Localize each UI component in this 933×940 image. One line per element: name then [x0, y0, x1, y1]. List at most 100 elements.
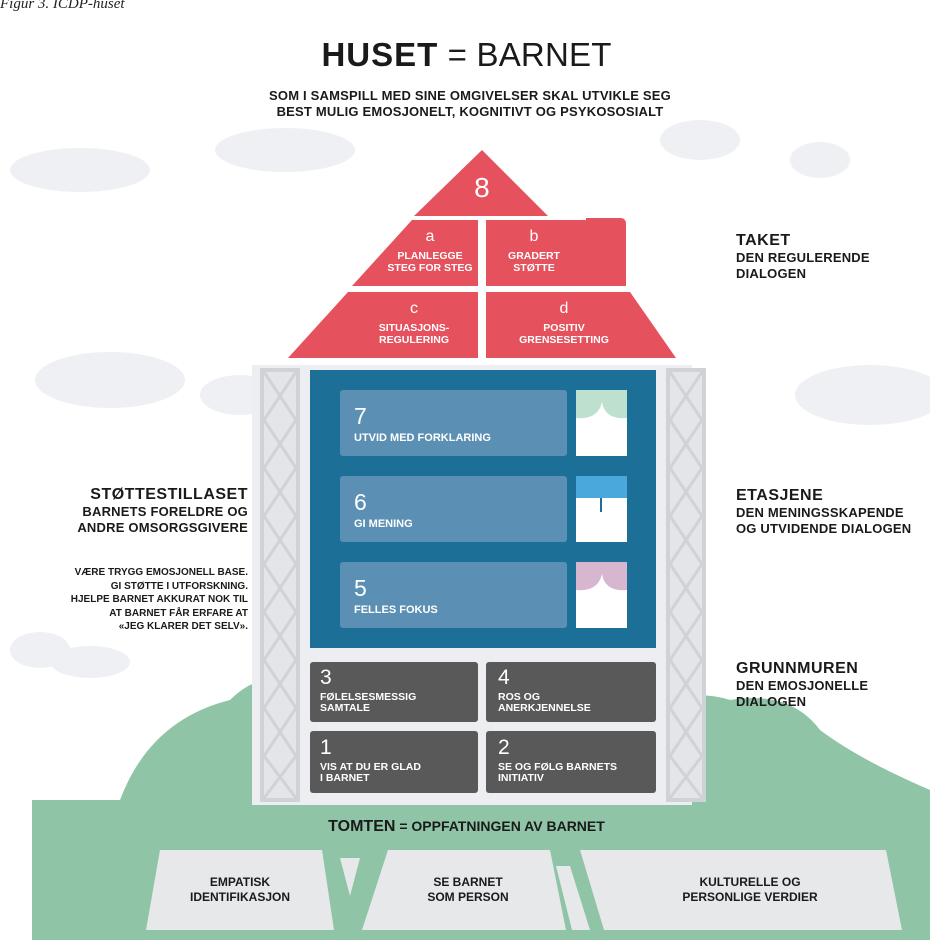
roof-letter-a: a [425, 228, 435, 245]
cloud [215, 128, 355, 172]
floor-number-6: 6 [354, 489, 367, 515]
foundation-number-2: 2 [498, 736, 510, 759]
clouds [10, 120, 930, 678]
label-stottestillaset-line1: BARNETS FORELDRE OG [82, 504, 248, 519]
foundation-label-3-line1: FØLELSESMESSIG [320, 691, 417, 703]
label-etasjene-line2: OG UTVIDENDE DIALOGEN [736, 521, 912, 536]
label-grunnmuren-head: GRUNNMUREN [736, 660, 859, 677]
floor-card-7 [340, 390, 567, 456]
foundation-label-2-line1: SE OG FØLG BARNETS [498, 761, 618, 773]
roof-label-d-line1: POSITIV [543, 322, 585, 334]
pillar-gap-1 [340, 858, 360, 896]
pillar-3-line2: PERSONLIGE VERDIER [682, 890, 818, 904]
title-bold: HUSET [321, 36, 439, 73]
floor-number-5: 5 [354, 575, 367, 601]
pillar-1 [146, 850, 334, 930]
floor-7-text: 7 UTVID MED FORKLARING [354, 403, 491, 444]
roof-label-c-line2: REGULERING [378, 334, 449, 346]
roof-cell-a-text: a PLANLEGGE STEG FOR STEG [380, 228, 480, 274]
pillar-3 [580, 850, 902, 930]
floor-number-7: 7 [354, 403, 367, 429]
label-stottestillaset-head: STØTTESTILLASET [90, 486, 248, 503]
title-rest: = BARNET [447, 36, 612, 73]
foundation-cell-3 [310, 662, 478, 722]
foundation-cell-1 [310, 731, 478, 793]
roof-cell-b [486, 218, 626, 286]
floor-card-5 [340, 562, 567, 628]
figure-caption: Figur 3. ICDP-huset [0, 0, 125, 12]
foundation-label-3-line2: SAMTALE [320, 702, 370, 714]
foundation-2-text: 2 SE OG FØLG BARNETS INITIATIV [498, 737, 617, 784]
cloud [795, 365, 930, 425]
cloud [50, 646, 130, 678]
subtitle-line-1: SOM I SAMSPILL MED SINE OMGIVELSER SKAL … [269, 88, 671, 103]
foundation-number-3: 3 [320, 666, 332, 689]
label-taket: TAKET DEN REGULERENDE DIALOGEN [736, 232, 870, 282]
foundation-cell-2 [486, 731, 656, 793]
stottestillaset-body-line: «JEG KLARER DET SELV». [118, 621, 248, 632]
floor-card-6 [340, 476, 567, 542]
roof-cell-c-text: c SITUASJONS- REGULERING [344, 300, 484, 346]
roof-top-8 [414, 150, 548, 216]
floor-label-6: GI MENING [354, 518, 413, 530]
label-taket-line1: DEN REGULERENDE [736, 250, 870, 265]
pillar-2-line1: SE BARNET [433, 875, 503, 889]
floor-6-text: 6 GI MENING [354, 489, 413, 530]
foundation-1-text: 1 VIS AT DU ER GLAD I BARNET [320, 737, 421, 784]
pillar-2 [362, 850, 566, 930]
pillar-1-line2: IDENTIFIKASJON [189, 890, 290, 904]
floor-label-5: FELLES FOKUS [354, 604, 438, 616]
scaffold-left [260, 368, 300, 802]
stottestillaset-body-line: HJELPE BARNET AKKURAT NOK TIL [70, 594, 248, 605]
label-stottestillaset-line2: ANDRE OMSORGSGIVERE [77, 520, 248, 535]
cloud [790, 142, 850, 178]
window-7 [576, 390, 627, 456]
roof-letter-d: d [559, 300, 569, 317]
foundation-3-text: 3 FØLELSESMESSIG SAMTALE [320, 667, 416, 714]
roof-cell-c [288, 292, 478, 358]
label-taket-line2: DIALOGEN [736, 266, 807, 281]
label-grunnmuren-line2: DIALOGEN [736, 694, 807, 709]
roof-label-a-line1: PLANLEGGE [397, 250, 463, 262]
cloud [35, 352, 185, 408]
pillar-3-text: KULTURELLE OG PERSONLIGE VERDIER [610, 875, 890, 905]
roof-label-b-line2: STØTTE [513, 262, 555, 274]
pillar-1-text: EMPATISK IDENTIFIKASJON [150, 875, 330, 905]
foundation-label-1-line1: VIS AT DU ER GLAD [320, 761, 421, 773]
label-grunnmuren-line1: DEN EMOSJONELLE [736, 678, 869, 693]
label-etasjene-head: ETASJENE [736, 487, 824, 504]
label-stottestillaset: STØTTESTILLASET BARNETS FORELDRE OG ANDR… [10, 486, 248, 536]
pillar-2-text: SE BARNET SOM PERSON [378, 875, 558, 905]
roof-label-b-line1: GRADERT [508, 250, 560, 262]
roof-cell-b-text: b GRADERT STØTTE [484, 228, 584, 274]
roof-letter-b: b [529, 228, 539, 245]
hill-left [8, 677, 330, 800]
hill-right [650, 695, 930, 800]
cloud [660, 120, 740, 160]
ground-title-rest: = OPPFATNINGEN AV BARNET [399, 818, 605, 834]
roof-letter-c: c [410, 300, 418, 317]
subtitle-line-2: BEST MULIG EMOSJONELT, KOGNITIVT OG PSYK… [276, 104, 664, 119]
pillar-gap-2 [556, 866, 590, 930]
window-5 [576, 562, 627, 628]
floor-label-7: UTVID MED FORKLARING [354, 432, 491, 444]
cloud [10, 148, 150, 192]
window-6 [576, 476, 627, 542]
foundation-cell-4 [486, 662, 656, 722]
foundation-number-1: 1 [320, 736, 332, 759]
scaffold-right [666, 368, 706, 802]
stottestillaset-body-line: GI STØTTE I UTFORSKNING. [110, 580, 248, 592]
foundation-label-1-line2: I BARNET [320, 772, 370, 784]
label-etasjene-line1: DEN MENINGSSKAPENDE [736, 505, 904, 520]
stottestillaset-body-line: VÆRE TRYGG EMOSJONELL BASE. [74, 567, 248, 578]
foundation-label-4-line1: ROS OG [498, 691, 541, 703]
page-title: HUSET = BARNET [0, 36, 933, 74]
subtitle: SOM I SAMSPILL MED SINE OMGIVELSER SKAL … [200, 88, 740, 120]
roof-label-a-line2: STEG FOR STEG [387, 262, 473, 274]
roof-cell-d-text: d POSITIV GRENSESETTING [494, 300, 634, 346]
ground-title: TOMTEN = OPPFATNINGEN AV BARNET [0, 818, 933, 836]
ground-title-bold: TOMTEN [328, 818, 396, 835]
label-etasjene: ETASJENE DEN MENINGSSKAPENDE OG UTVIDEND… [736, 487, 911, 537]
diagram-graphic [8, 22, 930, 940]
roof [288, 150, 676, 358]
